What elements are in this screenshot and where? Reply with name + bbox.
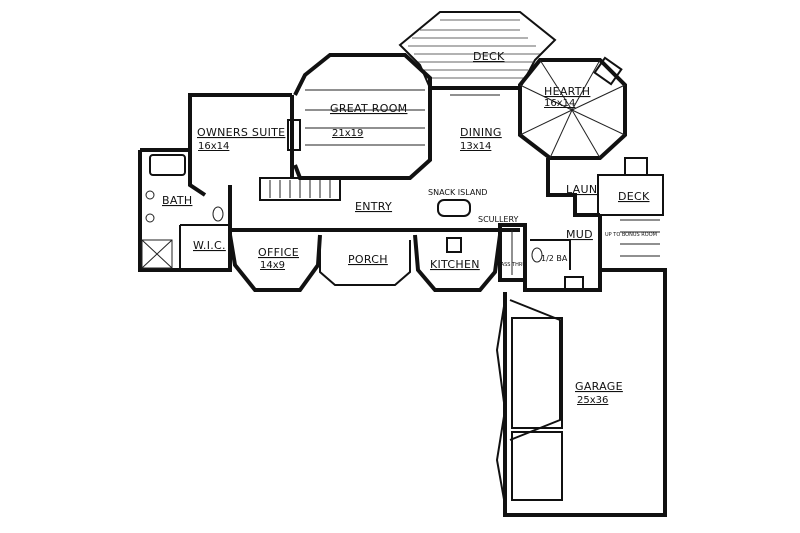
- garage-label: GARAGE: [575, 380, 623, 393]
- up-to-bonus-label: UP TO BONUS ROOM: [605, 232, 657, 238]
- main-stairs: [259, 177, 341, 201]
- sink-icon: [145, 190, 155, 200]
- deck-right-label: DECK: [618, 190, 650, 203]
- sink-icon: [145, 213, 155, 223]
- kitchen-island: [446, 237, 462, 253]
- laun-label: LAUN: [566, 183, 597, 196]
- hearth-room: [518, 56, 627, 160]
- half-bath-label: 1/2 BA: [541, 254, 568, 263]
- scullery-label: SCULLERY: [478, 215, 519, 224]
- snack-island-counter: [437, 199, 471, 217]
- deck-top-label: DECK: [473, 50, 505, 63]
- shower-icon: [141, 239, 173, 269]
- great-room-dim: 21x19: [332, 128, 363, 139]
- kitchen: [413, 234, 502, 292]
- hearth-dim: 16x14: [544, 98, 575, 109]
- dining-label: DINING: [460, 126, 502, 139]
- owners-suite-label: OWNERS SUITE: [197, 126, 285, 139]
- deck-right: [597, 157, 664, 257]
- dining-dim: 13x14: [460, 141, 491, 152]
- garage-dim: 25x36: [577, 395, 608, 406]
- hearth-label: HEARTH: [544, 85, 590, 98]
- back-steps: [564, 276, 584, 291]
- bath-label: BATH: [162, 194, 192, 207]
- office-dim: 14x9: [260, 260, 285, 271]
- snack-island-label: SNACK ISLAND: [428, 188, 487, 197]
- deck-steps: [624, 157, 648, 176]
- bath-wing: [138, 150, 232, 272]
- wic-label: W.I.C.: [193, 239, 226, 252]
- office-label: OFFICE: [258, 246, 299, 259]
- porch-label: PORCH: [348, 253, 388, 266]
- great-room: [287, 53, 432, 180]
- owners-suite-dim: 16x14: [198, 141, 229, 152]
- entry-hall: [228, 185, 520, 232]
- toilet-icon: [531, 247, 543, 263]
- garage: [495, 268, 667, 517]
- entry-label: ENTRY: [355, 200, 392, 213]
- pass-thru-label: PASS THRU: [498, 262, 526, 268]
- owners-suite: [140, 93, 294, 197]
- fireplace-icon: [593, 56, 623, 86]
- bathtub-icon: [149, 154, 186, 176]
- service-wing: [523, 190, 602, 292]
- deck-top-hatching: [408, 19, 540, 79]
- kitchen-label: KITCHEN: [430, 258, 480, 271]
- dining-room: [430, 86, 550, 190]
- great-room-label: GREAT ROOM: [330, 102, 407, 115]
- scullery: [498, 223, 527, 282]
- labels: DECK HEARTH 16x14 GREAT ROOM 21x19 DININ…: [162, 50, 657, 406]
- mud-label: MUD: [566, 228, 593, 241]
- office: [228, 234, 322, 292]
- porch: [319, 240, 411, 286]
- parking-bay: [511, 317, 563, 429]
- hearth-ceiling-lines: [519, 59, 626, 159]
- parking-bay: [511, 431, 563, 501]
- toilet-icon: [212, 206, 224, 222]
